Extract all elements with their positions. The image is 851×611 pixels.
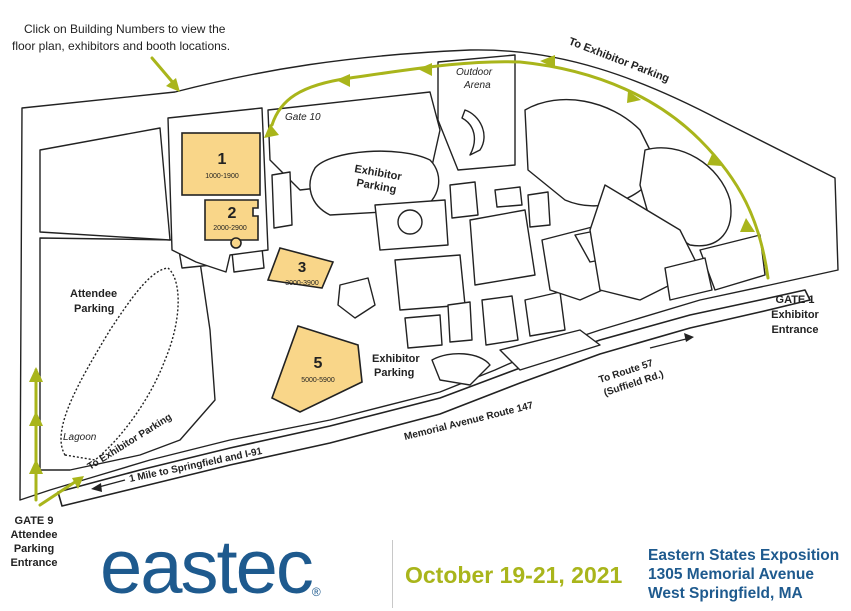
center-block-7 [404,314,443,349]
label-gate1-1: GATE 1 [776,294,815,306]
lagoon [60,267,179,461]
arrow-head-top-right [627,91,641,103]
building-5[interactable]: 5 5000-5900 [271,325,363,413]
arrow-head-mid-left [336,74,350,87]
label-gate9-2: Attendee [10,529,57,541]
center-block-14 [499,329,601,371]
center-block-8 [447,301,473,343]
arrow-route57-head [684,333,694,342]
route-arrows [29,55,770,507]
label-attendee-parking-2: Parking [74,303,114,315]
arrow-head-instruction [166,78,180,92]
center-block-9 [481,295,519,346]
arrow-top-route [270,60,770,280]
center-block-10 [524,291,566,337]
arrow-head-gate9-right [72,476,84,489]
building-3-number[interactable]: 3 [298,259,306,276]
instructions-line-1: Click on Building Numbers to view the [24,22,226,36]
small-lot-2 [337,277,376,319]
center-circle [397,209,423,235]
building-1-number[interactable]: 1 [218,151,227,168]
outdoor-arena [437,54,516,171]
label-exhibitor-parking-2b: Parking [374,367,414,379]
event-dates: October 19-21, 2021 [405,562,623,588]
building-2[interactable]: 2 2000-2900 [204,199,259,249]
center-block-13 [431,352,491,386]
registered-mark: ® [311,585,321,599]
venue-city: West Springfield, MA [648,585,803,602]
label-gate1-3: Entrance [771,324,818,336]
upper-left-lot [39,127,171,241]
building-5-range: 5000-5900 [301,377,335,384]
label-lagoon: Lagoon [63,432,97,443]
right-lot-5 [664,257,713,301]
building-1-range: 1000-1900 [205,173,239,180]
arrow-head-gate9-3 [29,459,43,474]
arrow-one-mile-head [91,483,102,492]
center-block-4 [469,209,536,286]
small-lot-1 [271,171,293,229]
arrow-head-top-mid [540,55,555,68]
footer-divider [392,540,393,608]
arrow-head-gate10 [264,124,279,138]
memorial-avenue [57,289,811,507]
eastec-logo: eastec® [100,530,321,606]
building-5-number[interactable]: 5 [314,355,323,372]
arrow-head-top-left [418,63,432,76]
building-3-range: 3000-3900 [285,280,319,287]
instructions-line-2: floor plan, exhibitors and booth locatio… [12,39,230,53]
arrow-gate9-right [38,478,80,507]
venue-street: 1305 Memorial Avenue [648,566,814,583]
label-outdoor: Outdoor [456,67,493,78]
center-block-5 [494,186,523,208]
building-2-range: 2000-2900 [213,225,247,232]
arena-track [461,109,485,156]
arrow-head-gate9-1 [29,367,43,382]
label-gate9-1: GATE 9 [15,515,54,527]
label-gate1-2: Exhibitor [771,309,819,321]
arrow-head-right-upper [707,152,722,166]
center-block-6 [527,191,551,228]
exhibitor-parking-1-oval [309,150,440,216]
venue-address: Eastern States Exposition 1305 Memorial … [648,546,839,603]
label-gate9-3: Parking [14,543,54,555]
arrow-route57 [649,337,691,349]
label-gate9-4: Entrance [10,557,57,569]
arrow-head-gate1-up [740,218,755,232]
label-gate-10: Gate 10 [285,112,321,123]
building-3[interactable]: 3 3000-3900 [266,247,335,289]
arrow-head-gate9-2 [29,411,43,426]
center-block-3 [394,254,466,311]
label-exhibitor-parking-2a: Exhibitor [372,353,420,365]
center-block-2 [449,181,479,219]
building-1[interactable]: 1 1000-1900 [181,132,261,196]
eastec-logo-text: eastec [100,525,314,610]
label-attendee-parking-1: Attendee [70,288,117,300]
arrow-instruction-pointer [150,56,177,87]
label-arena: Arena [463,80,491,91]
venue-name: Eastern States Exposition [648,547,840,564]
building-2-number[interactable]: 2 [228,205,237,222]
right-lot-4 [699,234,766,291]
